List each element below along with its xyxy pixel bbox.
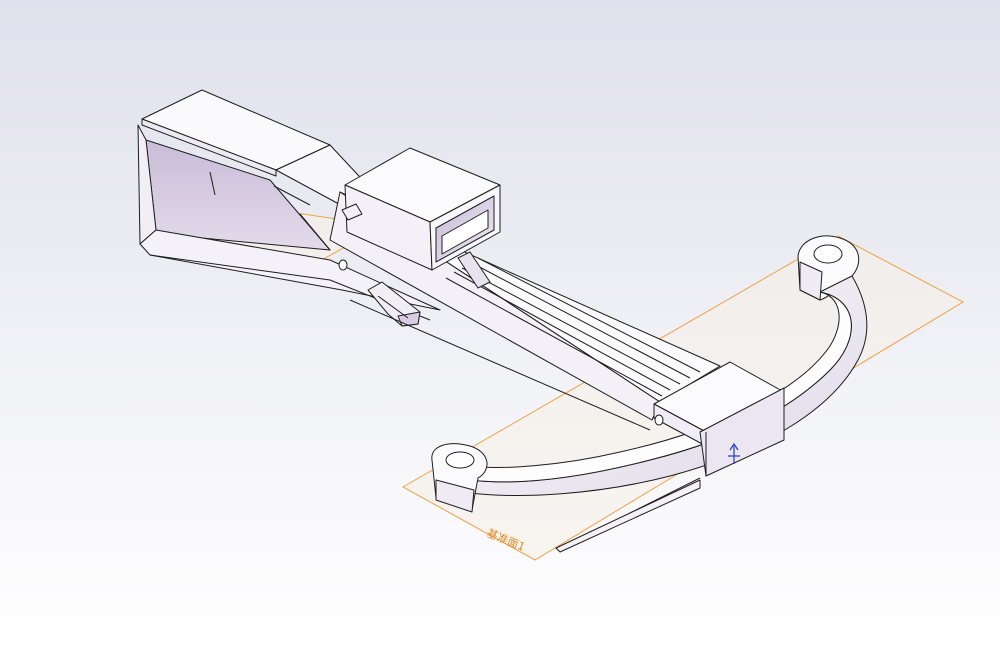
axis-triad (728, 442, 740, 464)
sight-tube[interactable] (341, 147, 501, 271)
stock[interactable] (137, 89, 441, 321)
bow-limb[interactable] (431, 235, 868, 553)
nock-latch[interactable] (457, 251, 491, 289)
trigger[interactable] (367, 281, 421, 327)
